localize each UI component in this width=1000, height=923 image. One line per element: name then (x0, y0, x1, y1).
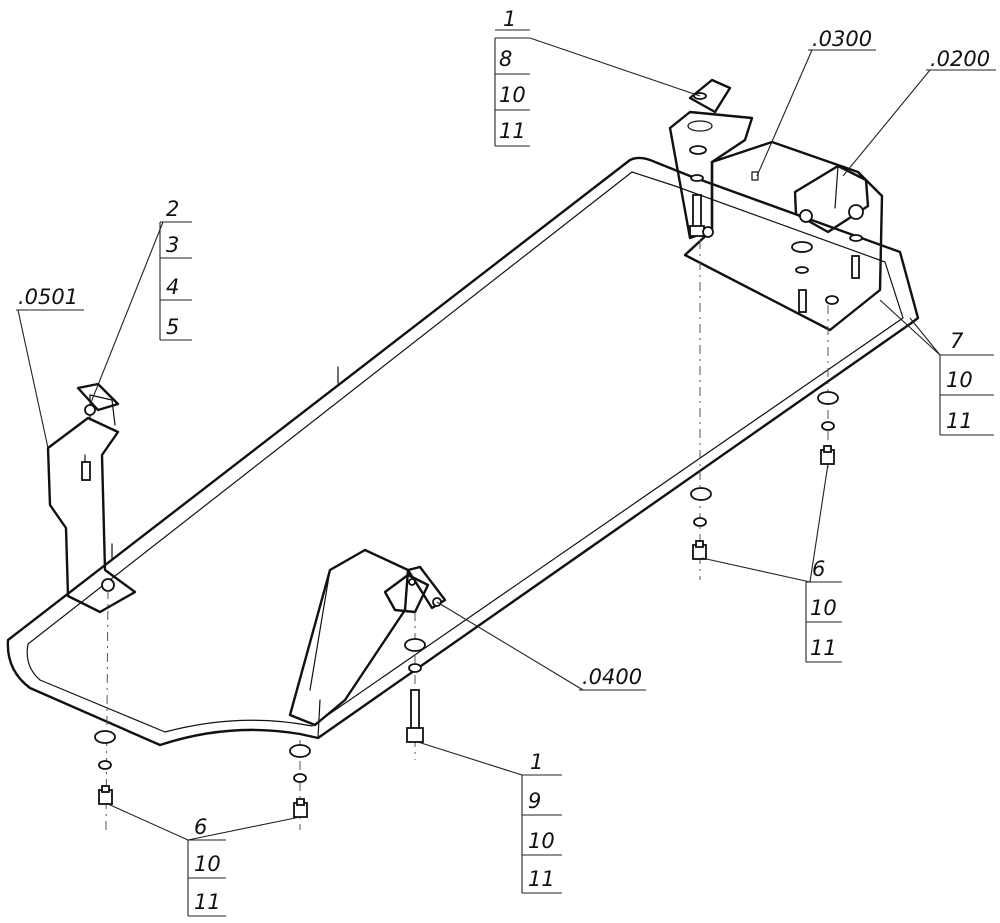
callout-label: 3 (166, 233, 179, 257)
callout-right-bolt: 6 10 11 (805, 557, 842, 663)
callout-label: 8 (499, 47, 512, 71)
callout-label: 5 (166, 315, 179, 339)
callout-label: 6 (812, 557, 825, 581)
callout-ref-0501: .0501 (16, 285, 84, 311)
callout-label: 9 (528, 789, 541, 813)
callout-label: 4 (166, 275, 179, 299)
callout-label: 1 (503, 7, 516, 31)
callout-label: 10 (528, 829, 555, 853)
bolt-top (689, 174, 714, 238)
fastener-stack-center (404, 638, 426, 743)
callout-left-bolts: 6 10 11 (187, 815, 226, 917)
callout-ref-0300: .0300 (808, 27, 876, 51)
callout-label: 10 (499, 83, 526, 107)
skid-plate (6, 156, 920, 747)
callout-left-bracket: 2 3 4 5 (159, 197, 192, 341)
callout-label: 11 (499, 119, 526, 143)
callout-label: 11 (194, 890, 221, 914)
callout-label: 2 (166, 197, 179, 221)
callout-label: 10 (810, 596, 837, 620)
callout-label: 1 (530, 750, 543, 774)
callout-label: 10 (946, 368, 973, 392)
fastener-stack-right (817, 391, 839, 465)
callout-label: 11 (946, 409, 973, 433)
callout-label: 11 (810, 636, 837, 660)
callout-top-bracket: 1 8 10 11 (494, 7, 530, 147)
callout-label: .0501 (18, 285, 78, 309)
callout-label: 7 (950, 329, 964, 353)
center-bracket (288, 548, 447, 727)
callout-right-side: 7 10 11 (939, 329, 994, 436)
fastener-stack-right-lower (690, 487, 712, 560)
callout-label: 11 (528, 867, 555, 891)
callout-label: .0200 (930, 47, 990, 71)
callout-center-bolt: 1 9 10 11 (521, 750, 562, 894)
callout-label: 6 (194, 815, 207, 839)
callout-ref-0400: .0400 (579, 665, 646, 691)
fastener-stack-left (94, 730, 116, 805)
left-bracket (46, 382, 137, 614)
callout-ref-0200: .0200 (926, 47, 996, 71)
callout-label: .0400 (582, 665, 642, 689)
fastener-stack-mid (289, 744, 311, 818)
right-plate (683, 140, 884, 332)
leader-lines (17, 37, 941, 841)
center-axes (105, 240, 829, 831)
callout-label: 10 (194, 852, 221, 876)
callout-label: .0300 (812, 27, 872, 51)
